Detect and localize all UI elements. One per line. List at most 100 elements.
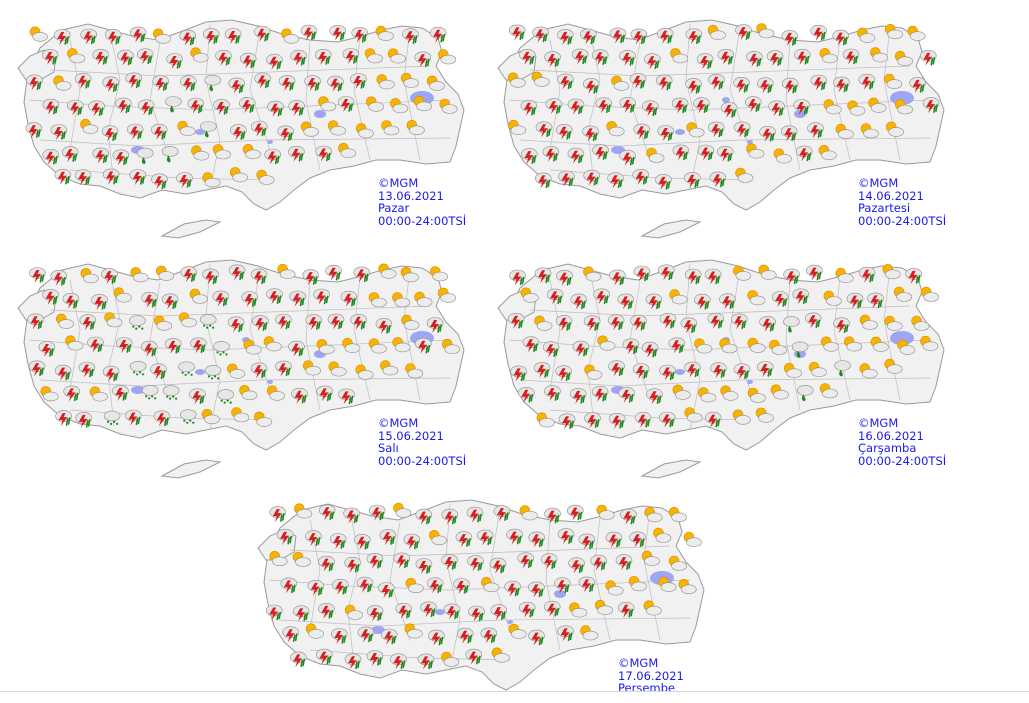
thunderstorm-icon — [693, 97, 710, 114]
thunderstorm-icon — [672, 144, 690, 161]
thunderstorm-icon — [252, 315, 269, 332]
thunderstorm-icon — [92, 49, 109, 65]
thunderstorm-icon — [806, 264, 823, 281]
thunderstorm-icon — [378, 582, 395, 598]
rain-icon — [161, 146, 179, 163]
partly-cloudy-icon — [130, 267, 149, 283]
forecast-map-panel-3: ©MGM 15.06.2021 Salı 00:00-24:00TSİ — [10, 250, 480, 480]
partly-cloudy-icon — [368, 292, 387, 308]
thunderstorm-icon — [180, 75, 197, 92]
thunderstorm-icon — [104, 28, 122, 45]
partly-cloudy-icon — [364, 48, 383, 64]
thunderstorm-icon — [41, 49, 59, 65]
thunderstorm-icon — [759, 126, 776, 142]
thunderstorm-icon — [720, 102, 738, 118]
thunderstorm-icon — [125, 72, 142, 89]
partly-cloudy-icon — [747, 387, 766, 403]
thunderstorm-icon — [176, 172, 193, 188]
thunderstorm-icon — [29, 267, 46, 283]
thunderstorm-icon — [92, 147, 109, 164]
thunderstorm-icon — [480, 627, 498, 644]
thunderstorm-icon — [710, 362, 727, 379]
thunderstorm-icon — [314, 49, 332, 65]
thunderstorm-icon — [307, 580, 325, 596]
partly-cloudy-icon — [393, 502, 412, 518]
thunderstorm-icon — [441, 554, 458, 570]
thunderstorm-icon — [251, 120, 268, 137]
forecast-day-4: Çarşamba — [858, 441, 917, 455]
thunderstorm-icon — [366, 553, 384, 569]
thunderstorm-icon — [62, 292, 80, 309]
thunderstorm-icon — [584, 412, 601, 429]
partly-cloudy-icon — [735, 167, 754, 183]
thunderstorm-icon — [343, 507, 360, 524]
showers-icon — [180, 409, 197, 424]
forecast-date-5: 17.06.2021 — [618, 668, 684, 683]
thunderstorm-icon — [342, 48, 360, 64]
partly-cloudy-icon — [53, 75, 72, 91]
thunderstorm-icon — [566, 504, 584, 521]
partly-cloudy-icon — [719, 338, 738, 354]
partly-cloudy-icon — [758, 264, 777, 280]
thunderstorm-icon — [668, 337, 686, 354]
thunderstorm-icon — [655, 74, 673, 91]
partly-cloudy-icon — [520, 287, 539, 303]
thunderstorm-icon — [543, 600, 561, 617]
thunderstorm-icon — [632, 363, 650, 379]
partly-cloudy-icon — [189, 288, 208, 304]
forecast-map-panel-5: ©MGM 17.06.2021 Perşembe — [250, 490, 720, 691]
partly-cloudy-icon — [378, 263, 397, 279]
thunderstorm-icon — [282, 626, 300, 643]
partly-cloudy-icon — [438, 49, 457, 65]
thunderstorm-icon — [102, 76, 119, 93]
partly-cloudy-icon — [376, 74, 395, 90]
partly-cloudy-icon — [441, 651, 460, 667]
thunderstorm-icon — [833, 76, 850, 93]
cyprus-island — [640, 219, 702, 239]
thunderstorm-icon — [578, 576, 596, 593]
thunderstorm-icon — [276, 528, 294, 545]
partly-cloudy-icon — [884, 73, 903, 89]
showers-icon — [204, 365, 222, 380]
thunderstorm-icon — [250, 268, 268, 285]
thunderstorm-icon — [329, 24, 347, 41]
thunderstorm-icon — [75, 412, 92, 428]
thunderstorm-icon — [278, 75, 296, 91]
partly-cloudy-icon — [190, 47, 209, 63]
thunderstorm-icon — [74, 169, 92, 186]
showers-icon — [199, 314, 217, 329]
map-caption-2: ©MGM 14.06.2021 Pazartesi 00:00-24:00TSİ — [858, 177, 946, 227]
thunderstorm-icon — [807, 122, 824, 139]
partly-cloudy-icon — [611, 75, 630, 91]
partly-cloudy-icon — [355, 364, 374, 380]
thunderstorm-icon — [117, 49, 134, 66]
partly-cloudy-icon — [755, 407, 774, 423]
thunderstorm-icon — [125, 409, 142, 426]
thunderstorm-icon — [228, 264, 246, 281]
thunderstorm-icon — [617, 601, 635, 618]
thunderstorm-icon — [783, 268, 800, 285]
thunderstorm-icon — [708, 121, 725, 138]
forecast-day-3: Salı — [378, 441, 399, 455]
thunderstorm-icon — [455, 531, 473, 548]
copyright-label-2: ©MGM — [858, 176, 899, 190]
thunderstorm-icon — [465, 648, 483, 665]
thunderstorm-icon — [357, 626, 375, 643]
thunderstorm-icon — [717, 146, 734, 162]
thunderstorm-icon — [756, 77, 774, 94]
partly-cloudy-icon — [113, 287, 132, 303]
partly-cloudy-icon — [508, 119, 527, 135]
turkey-map-2 — [497, 19, 945, 239]
thunderstorm-icon — [102, 365, 120, 382]
partly-cloudy-icon — [756, 23, 775, 39]
partly-cloudy-icon — [860, 123, 879, 139]
thunderstorm-icon — [115, 97, 132, 114]
thunderstorm-icon — [544, 385, 561, 402]
partly-cloudy-icon — [870, 336, 889, 352]
thunderstorm-icon — [609, 269, 626, 286]
thunderstorm-icon — [744, 96, 762, 113]
thunderstorm-icon — [780, 125, 798, 142]
thunderstorm-icon — [557, 73, 574, 90]
partly-cloudy-icon — [628, 576, 647, 592]
showers-icon — [213, 341, 230, 356]
